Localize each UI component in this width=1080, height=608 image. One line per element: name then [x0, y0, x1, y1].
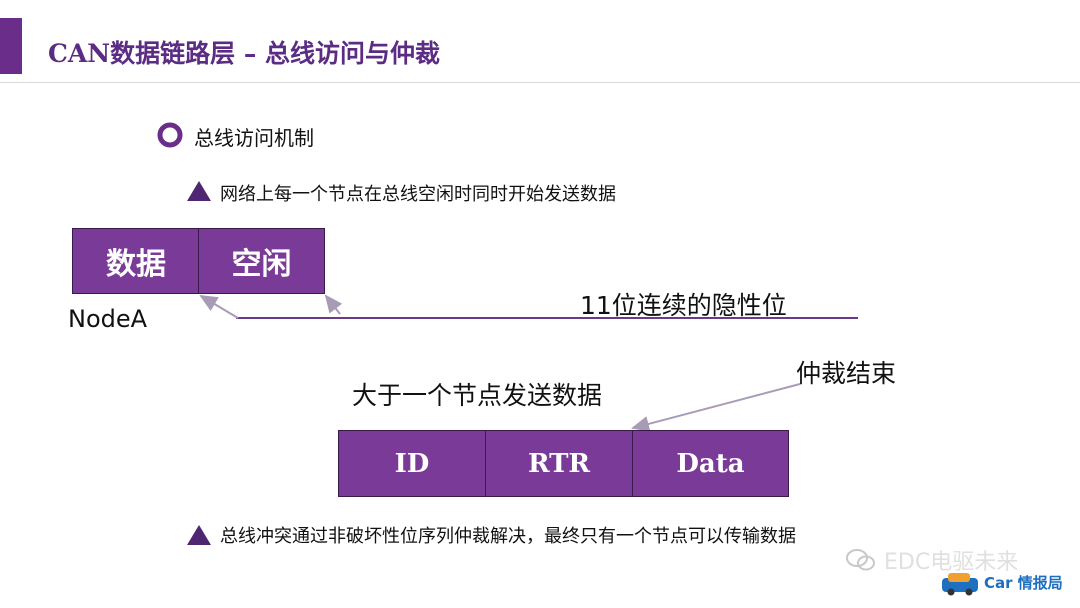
frame-a-cell-idle: 空闲: [198, 228, 325, 294]
title-divider: [0, 82, 1080, 83]
car-logo-icon: [942, 573, 978, 596]
frame-a-cell-data: 数据: [72, 228, 200, 294]
triangle-bullet-icon: [187, 525, 211, 545]
page-title: CAN数据链路层 – 总线访问与仲裁: [48, 39, 441, 68]
car-logo: Car 情报局: [940, 566, 1063, 598]
node-label: NodeA: [68, 305, 148, 333]
arrow-to-frame-end: [324, 294, 343, 315]
frame-b-cell-id: ID: [338, 430, 486, 497]
ring-bullet-icon: [157, 122, 183, 148]
triangle-bullet-icon: [187, 181, 211, 201]
frame-b-cell-data: Data: [632, 430, 789, 497]
title-accent-bar: [0, 18, 22, 74]
bullet-start: 网络上每一个节点在总线空闲时同时开始发送数据: [220, 184, 616, 205]
label-arbitration-end: 仲裁结束: [796, 359, 897, 388]
arrow-arbitration-end: [631, 383, 801, 432]
bullet-conclusion: 总线冲突通过非破坏性位序列仲裁解决，最终只有一个节点可以传输数据: [220, 526, 796, 547]
wechat-icon: [846, 549, 875, 571]
arrow-to-frame-start: [199, 294, 239, 319]
car-logo-text: Car 情报局: [984, 574, 1063, 592]
label-idle-bits: 11位连续的隐性位: [580, 291, 787, 320]
frame-b-cell-rtr: RTR: [485, 430, 633, 497]
watermark-channel: EDC电驱未来: [884, 550, 1019, 575]
label-more-than-one: 大于一个节点发送数据: [352, 381, 603, 410]
section-heading: 总线访问机制: [194, 126, 314, 150]
